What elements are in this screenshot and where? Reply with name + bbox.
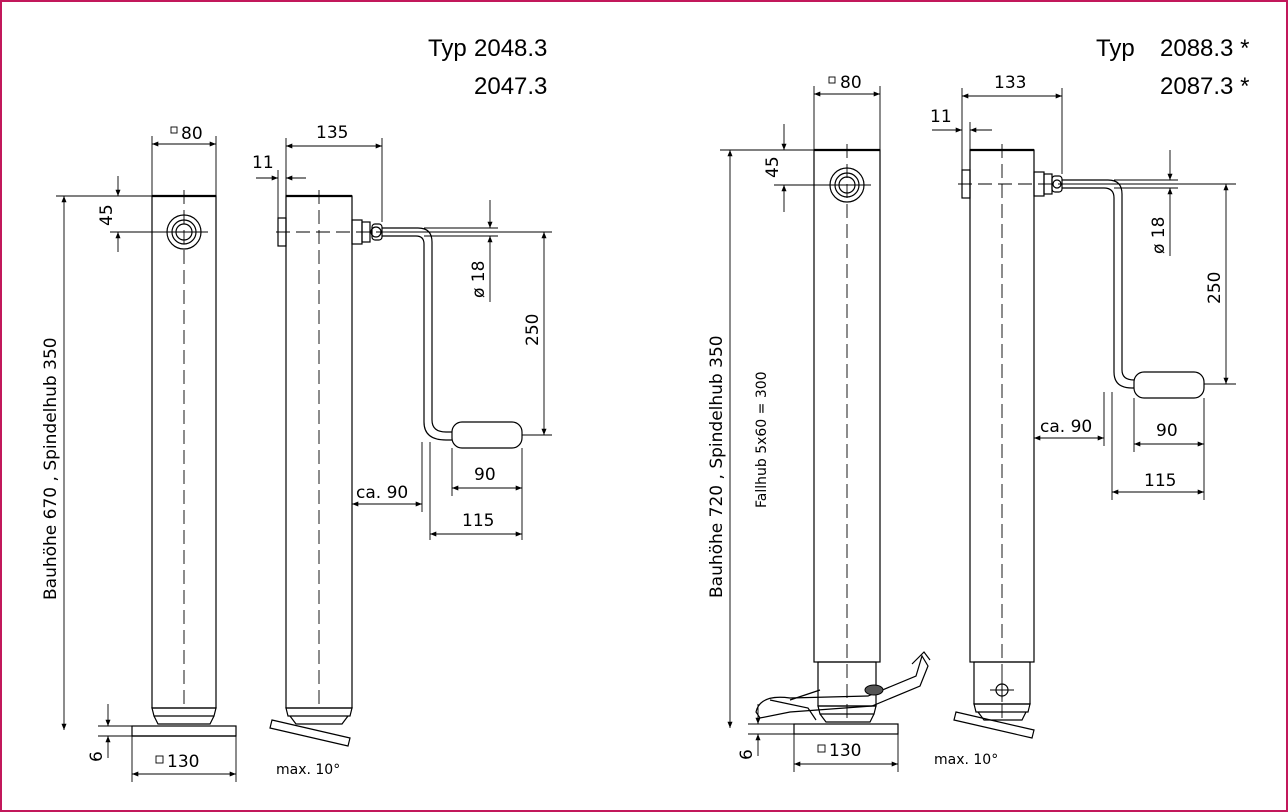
- right-type-code-2: 2087.3 *: [1160, 73, 1249, 100]
- right-max-angle: max. 10°: [934, 752, 998, 768]
- left-type-code-2: 2047.3: [474, 73, 547, 100]
- left-type-code-1: 2048.3: [474, 35, 547, 62]
- right-dim-11: 11: [930, 107, 952, 127]
- right-height-label: Bauhöhe 720 , Spindelhub 350: [707, 335, 727, 598]
- right-crank-grip: [1133, 371, 1205, 399]
- right-crank: [1062, 179, 1136, 381]
- left-dim-width: 80: [181, 124, 203, 144]
- left-front-view: [131, 190, 237, 737]
- right-drop-lever: [755, 654, 929, 719]
- right-dim-115: 115: [1144, 471, 1176, 491]
- left-assembly: Typ 2048.3 2047.3 80 45: [41, 35, 552, 782]
- right-foot-plate: [793, 723, 899, 735]
- right-front-view: [755, 144, 931, 735]
- right-fallhub-label: Fallhub 5x60 = 300: [754, 371, 770, 508]
- left-type-label: Typ: [428, 35, 467, 62]
- right-dim-130: 130: [829, 741, 861, 761]
- right-dim-6: 6: [737, 749, 757, 760]
- left-dim-ca90: ca. 90: [356, 483, 408, 503]
- left-dim-dia18: ø 18: [469, 261, 489, 298]
- right-side-view: [953, 144, 1205, 739]
- left-height-label: Bauhöhe 670 , Spindelhub 350: [41, 337, 61, 600]
- left-crank: [382, 227, 452, 433]
- left-dim-11: 11: [252, 153, 274, 173]
- left-foot-tilted: [269, 719, 351, 747]
- right-dim-dia18: ø 18: [1149, 217, 1169, 254]
- right-type-code-1: 2088.3 *: [1160, 35, 1249, 62]
- right-dim-ca90: ca. 90: [1040, 417, 1092, 437]
- left-dim-90: 90: [474, 465, 496, 485]
- left-dim-115: 115: [462, 511, 494, 531]
- left-dim-130: 130: [167, 752, 199, 772]
- left-max-angle: max. 10°: [276, 762, 340, 778]
- right-dim-250: 250: [1205, 272, 1225, 304]
- right-type-label: Typ: [1096, 35, 1135, 62]
- right-foot-tilted: [953, 711, 1035, 739]
- right-dim-133: 133: [994, 73, 1026, 93]
- left-dim-250: 250: [523, 314, 543, 346]
- left-dim-135: 135: [316, 123, 348, 143]
- left-dim-45: 45: [97, 204, 117, 226]
- right-dim-45: 45: [763, 156, 783, 178]
- left-dim-6: 6: [87, 751, 107, 762]
- right-dim-90: 90: [1156, 421, 1178, 441]
- left-foot-plate: [131, 725, 237, 737]
- right-assembly: Typ 2088.3 * 2087.3 *: [707, 35, 1249, 772]
- left-crank-grip: [451, 421, 523, 449]
- right-dim-width: 80: [840, 73, 862, 93]
